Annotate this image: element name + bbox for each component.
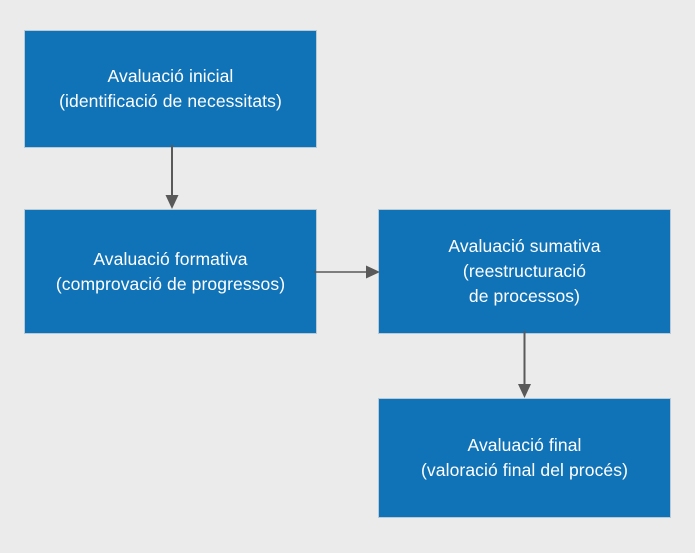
node-avaluacio-inicial[interactable]: Avaluació inicial (identificació de nece… (24, 30, 317, 148)
node-avaluacio-sumativa[interactable]: Avaluació sumativa (reestructuració de p… (378, 209, 671, 334)
node-label: Avaluació formativa (comprovació de prog… (55, 248, 286, 294)
node-label: Avaluació inicial (identificació de nece… (59, 66, 282, 111)
node-avaluacio-formativa[interactable]: Avaluació formativa (comprovació de prog… (24, 209, 317, 334)
node-label: Avaluació sumativa (reestructuració de p… (448, 236, 601, 306)
node-label: Avaluació final (valoració final del pro… (420, 435, 629, 480)
edge-summative-to-final (513, 331, 537, 402)
node-avaluacio-final[interactable]: Avaluació final (valoració final del pro… (378, 398, 671, 518)
edge-formative-to-summative (314, 260, 384, 284)
edge-initial-to-formative (160, 145, 184, 213)
